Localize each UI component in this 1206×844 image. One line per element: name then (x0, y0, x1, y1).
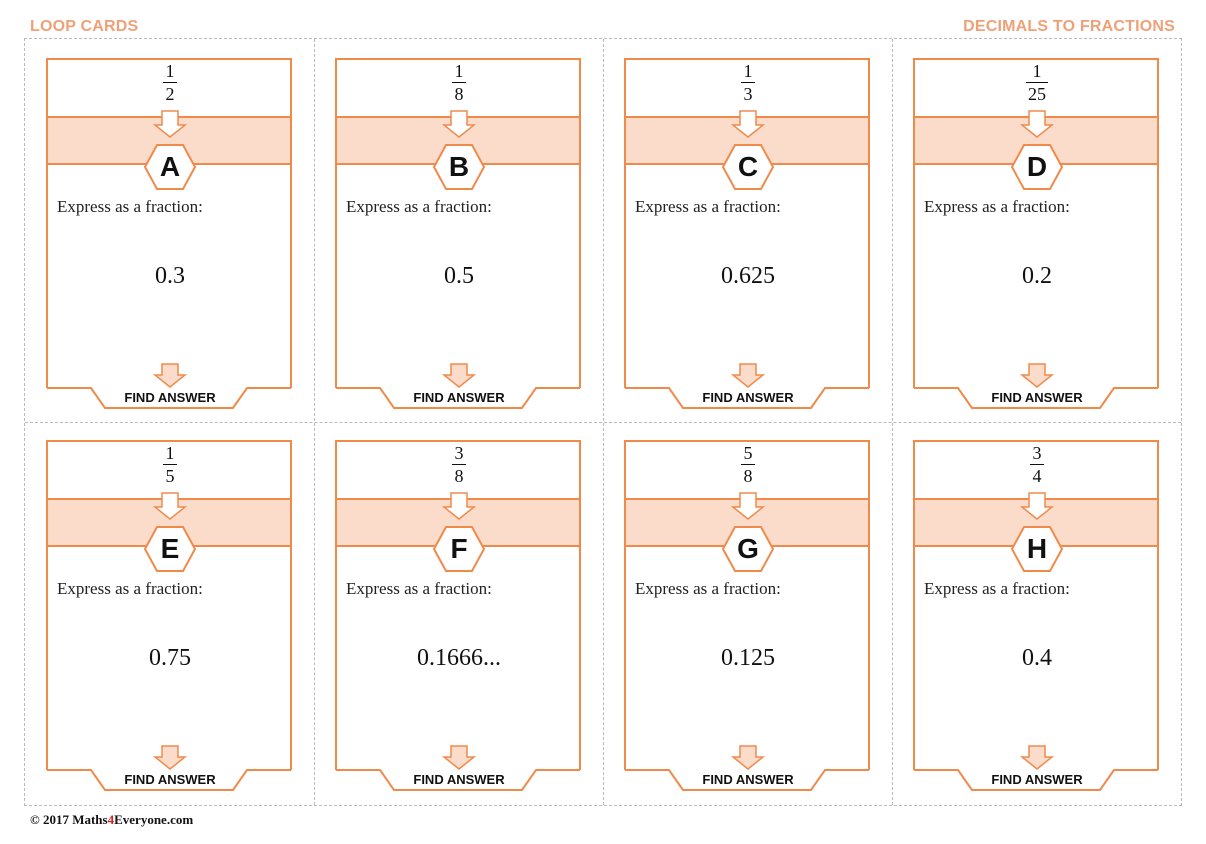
question-prompt: Express as a fraction: (924, 579, 1070, 598)
footer-highlight: 4 (107, 812, 115, 827)
fraction-bar (452, 82, 466, 83)
card-frame (46, 58, 292, 409)
fraction-bar (163, 82, 177, 83)
answer-denominator: 8 (454, 466, 464, 486)
card-frame (913, 58, 1159, 409)
answer-numerator: 1 (165, 443, 175, 463)
fraction-bar (741, 464, 755, 465)
answer-denominator: 3 (743, 84, 753, 104)
find-answer-label: FIND ANSWER (991, 772, 1083, 787)
card-frame (335, 440, 581, 791)
answer-numerator: 3 (1032, 443, 1042, 463)
cut-line-horizontal (25, 422, 1181, 423)
answer-numerator: 1 (165, 61, 175, 81)
card-letter: C (737, 151, 759, 182)
question-decimal: 0.3 (155, 263, 185, 289)
copyright-footer: © 2017 Maths4Everyone.com (30, 812, 193, 828)
card-letter: D (1026, 151, 1048, 182)
find-answer-label: FIND ANSWER (702, 772, 794, 787)
question-decimal: 0.625 (721, 263, 775, 289)
question-prompt: Express as a fraction: (346, 197, 492, 216)
fraction-bar (741, 82, 755, 83)
fraction-bar (452, 464, 466, 465)
question-decimal: 0.75 (149, 645, 191, 671)
question-prompt: Express as a fraction: (635, 197, 781, 216)
answer-denominator: 2 (165, 84, 175, 104)
card-letter: H (1026, 533, 1048, 564)
card-letter: F (450, 533, 468, 564)
question-prompt: Express as a fraction: (57, 579, 203, 598)
fraction-bar (1026, 82, 1048, 83)
answer-numerator: 1 (454, 61, 464, 81)
question-prompt: Express as a fraction: (635, 579, 781, 598)
card-frame (913, 440, 1159, 791)
question-decimal: 0.2 (1022, 263, 1052, 289)
question-prompt: Express as a fraction: (924, 197, 1070, 216)
answer-numerator: 1 (1032, 61, 1042, 81)
answer-denominator: 8 (454, 84, 464, 104)
card-frame (624, 58, 870, 409)
answer-numerator: 1 (743, 61, 753, 81)
card-frame (624, 440, 870, 791)
find-answer-label: FIND ANSWER (124, 390, 216, 405)
question-decimal: 0.5 (444, 263, 474, 289)
card-sheet (24, 38, 1182, 806)
fraction-bar (163, 464, 177, 465)
find-answer-label: FIND ANSWER (991, 390, 1083, 405)
find-answer-label: FIND ANSWER (702, 390, 794, 405)
question-decimal: 0.1666... (417, 645, 501, 671)
answer-numerator: 5 (743, 443, 753, 463)
card-letter: B (448, 151, 470, 182)
question-decimal: 0.4 (1022, 645, 1052, 671)
answer-denominator: 25 (1028, 84, 1046, 104)
find-answer-label: FIND ANSWER (413, 390, 505, 405)
card-letter: E (160, 533, 180, 564)
answer-denominator: 4 (1032, 466, 1042, 486)
footer-prefix: © 2017 Maths (30, 812, 108, 827)
find-answer-label: FIND ANSWER (124, 772, 216, 787)
footer-suffix: Everyone.com (114, 812, 194, 827)
find-answer-label: FIND ANSWER (413, 772, 505, 787)
answer-denominator: 8 (743, 466, 753, 486)
card-letter: A (159, 151, 181, 182)
fraction-bar (1030, 464, 1044, 465)
card-frame (46, 440, 292, 791)
header-topic-title: DECIMALS TO FRACTIONS (963, 18, 1175, 35)
question-prompt: Express as a fraction: (57, 197, 203, 216)
answer-denominator: 5 (165, 466, 175, 486)
card-letter: G (737, 533, 759, 564)
header-loop-cards: LOOP CARDS (30, 18, 139, 35)
answer-numerator: 3 (454, 443, 464, 463)
question-decimal: 0.125 (721, 645, 775, 671)
question-prompt: Express as a fraction: (346, 579, 492, 598)
card-frame (335, 58, 581, 409)
